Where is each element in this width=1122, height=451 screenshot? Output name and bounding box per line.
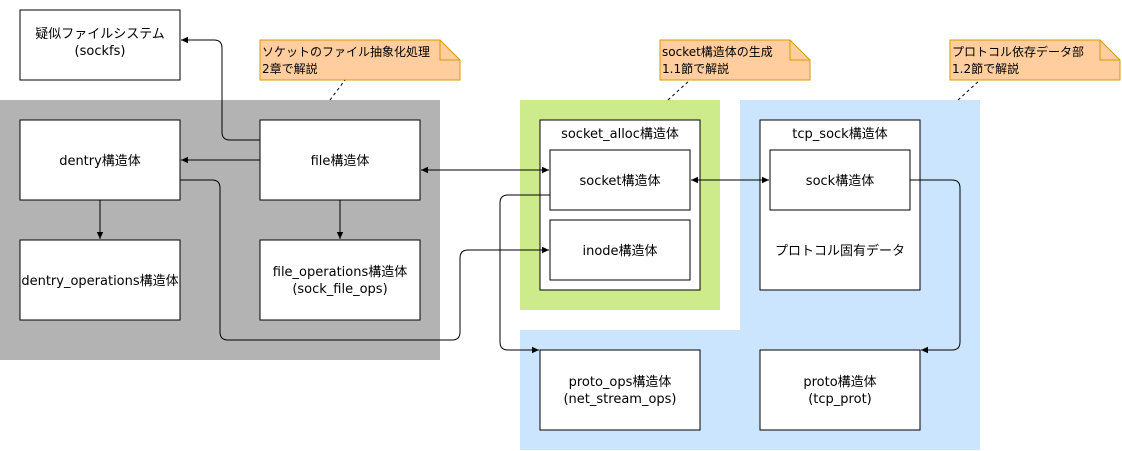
socket-box-label: socket構造体 [579,174,660,189]
proto-ops-box-line2: (net_stream_ops) [563,392,676,407]
dentry-box-label: dentry構造体 [59,154,141,169]
proto-ops-box: proto_ops構造体 (net_stream_ops) [539,349,701,431]
proto-box: proto構造体 (tcp_prot) [759,349,921,431]
note-socket-creation-line2: 1.1節で解説 [662,61,729,76]
proto-box-line1: proto構造体 [803,375,876,390]
note-socket-creation: socket構造体の生成 1.1節で解説 [659,39,811,81]
note-file-abstraction-line1: ソケットのファイル抽象化処理 [262,45,430,59]
proto-ops-box-line1: proto_ops構造体 [569,375,672,390]
note-protocol-data-line1: プロトコル依存データ部 [952,44,1084,59]
tcp-sock-box-label: tcp_sock構造体 [792,127,887,142]
file-box: file構造体 [259,119,421,201]
note-file-abstraction: ソケットのファイル抽象化処理 2章で解説 [259,39,461,81]
file-to-sockfs-arrow [181,36,260,141]
file-operations-box-line1: file_operations構造体 [273,265,408,280]
sockfs-box-line1: 疑似ファイルシステム [35,26,165,42]
dentry-to-inode-arrow [180,179,549,341]
sock-box-label: sock構造体 [806,174,874,189]
dentry-operations-box-label: dentry_operations構造体 [21,274,178,289]
dentry-box: dentry構造体 [19,119,181,201]
socket-alloc-box-label: socket_alloc構造体 [561,127,679,142]
socket-box: socket構造体 [549,149,691,211]
dentry-operations-box: dentry_operations構造体 [19,239,181,321]
sockfs-box: 疑似ファイルシステム (sockfs) [19,9,181,81]
file-operations-box: file_operations構造体 (sock_file_ops) [259,239,421,321]
socket-to-proto-ops-arrow [499,194,550,354]
note-file-abstraction-line2: 2章で解説 [262,61,318,76]
file-box-label: file構造体 [311,154,370,169]
sock-box: sock構造体 [769,149,911,211]
proto-box-line2: (tcp_prot) [808,392,872,407]
note-protocol-data-line2: 1.2節で解説 [952,61,1019,76]
note-socket-creation-line1: socket構造体の生成 [662,45,773,59]
note-protocol-data: プロトコル依存データ部 1.2節で解説 [949,39,1121,81]
file-operations-box-line2: (sock_file_ops) [292,282,387,297]
protocol-data-label: プロトコル固有データ [775,243,905,259]
sockfs-box-line2: (sockfs) [75,44,126,59]
sock-to-proto-arrow [910,179,961,354]
inode-box-label: inode構造体 [582,244,657,259]
inode-box: inode構造体 [549,219,691,281]
